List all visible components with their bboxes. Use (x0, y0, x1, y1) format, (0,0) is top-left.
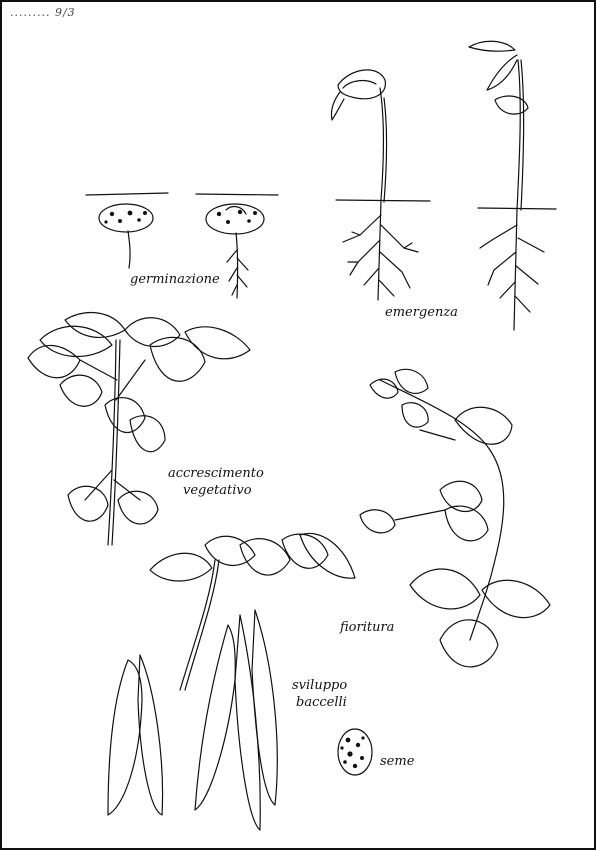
seed-shape (99, 204, 153, 232)
leaf-shape (118, 491, 158, 524)
label-flowering: fioritura (340, 620, 394, 635)
leaf-shape (482, 580, 550, 617)
leaf-shape (282, 534, 328, 568)
seed-shape (206, 204, 264, 234)
leaf-shape (125, 318, 180, 347)
leaf-shape (28, 345, 80, 377)
flower-shape (440, 481, 482, 511)
soil-line (86, 193, 168, 195)
vegetative-growth-drawing (28, 313, 250, 545)
label-seed: seme (380, 754, 414, 769)
flower-shape (455, 407, 512, 444)
leaf-shape (105, 398, 145, 433)
label-vegetative-line1: accrescimento (168, 466, 264, 481)
seed-drawing (338, 729, 372, 775)
leaf-shape (60, 375, 102, 406)
leaf-shape (185, 327, 250, 359)
label-pods-line1: sviluppo (292, 678, 347, 693)
soil-line (336, 200, 430, 201)
leaf-shape (130, 416, 165, 452)
leaf-shape (440, 620, 498, 667)
soil-line (196, 194, 278, 195)
pod-shape (138, 655, 163, 815)
flower-shape (402, 403, 428, 427)
label-pods-line2: baccelli (296, 695, 347, 710)
leaf-shape (410, 569, 480, 609)
label-emergence: emergenza (385, 305, 458, 320)
flower-shape (360, 510, 395, 533)
leaf-shape (150, 337, 205, 381)
pod-shape (252, 610, 277, 805)
leaf-shape (150, 553, 212, 581)
pod-shape (195, 625, 235, 810)
label-germination: germinazione (130, 272, 220, 287)
leaf-shape (68, 486, 108, 521)
pod-shape (108, 660, 142, 815)
leaf-shape (469, 41, 515, 51)
emergence-drawing (331, 41, 556, 330)
pod-shape (235, 615, 260, 830)
label-vegetative-line2: vegetativo (183, 483, 252, 498)
leaf-shape (65, 313, 125, 338)
